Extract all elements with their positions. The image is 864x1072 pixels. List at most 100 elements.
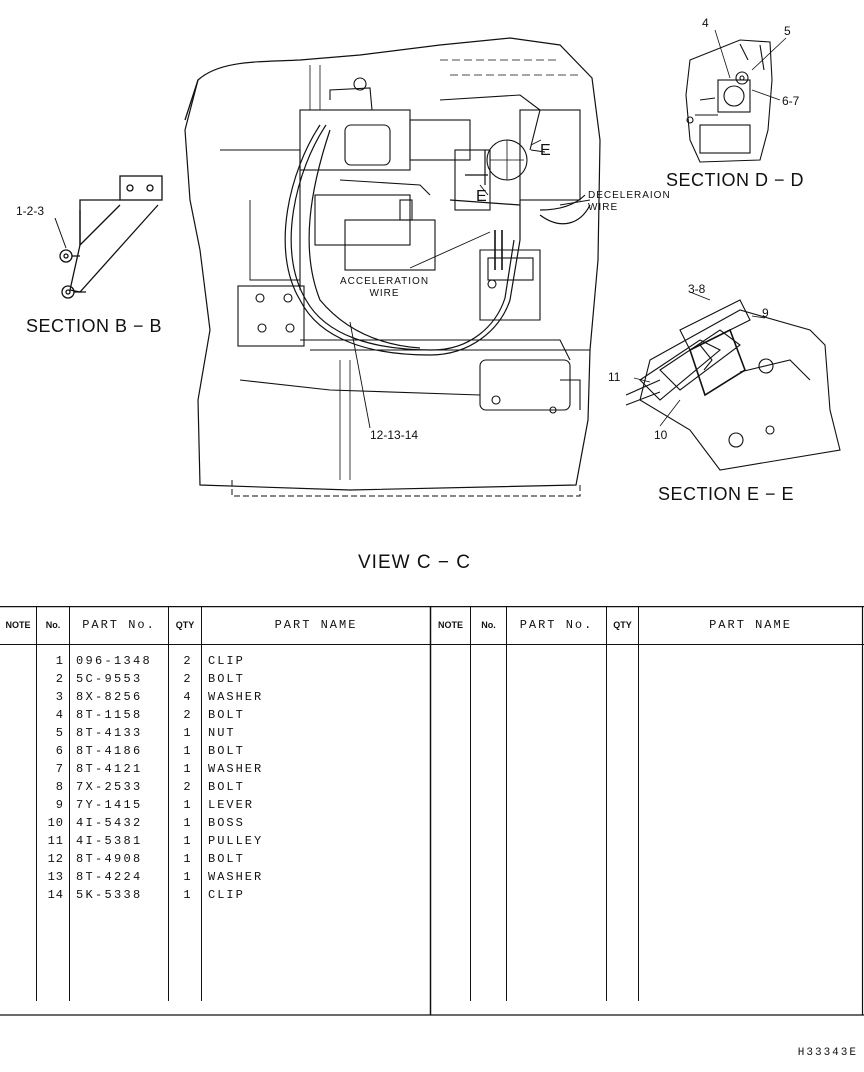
acceleration-wire-label: ACCELERATION WIRE [340,276,429,300]
header-note-left: NOTE [5,620,31,630]
header-part-no-right: PART No. [519,618,594,632]
part-qty: 2 [183,708,193,722]
callout-4: 4 [702,16,709,30]
part-qty: 1 [183,888,193,902]
part-number: 4I-5381 [76,834,143,848]
part-qty: 1 [183,744,193,758]
part-qty: 2 [183,672,193,686]
callout-12-13-14: 12-13-14 [370,428,419,442]
table-row: 10 4I-5432 1 BOSS [0,814,430,832]
part-item-no: 10 [47,816,64,830]
deceleration-wire-label: DECELERAION WIRE [588,190,671,214]
part-number: 8T-1158 [76,708,143,722]
table-row: 9 7Y-1415 1 LEVER [0,796,430,814]
part-number: 5K-5338 [76,888,143,902]
callout-3-8: 3-8 [688,282,706,296]
header-part-name-right: PART NAME [709,618,792,632]
acceleration-wire-line2: WIRE [369,288,400,299]
section-ee-detail [625,291,841,471]
table-row: 4 8T-1158 2 BOLT [0,706,430,724]
part-name: BOLT [208,708,245,722]
main-view-outline [184,37,601,497]
part-item-no: 1 [55,654,64,668]
part-number: 8T-4121 [76,762,143,776]
part-qty: 1 [183,834,193,848]
part-name: WASHER [208,870,264,884]
part-item-no: 13 [47,870,64,884]
part-name: NUT [208,726,236,740]
part-name: WASHER [208,690,264,704]
leader-lines [349,139,591,429]
part-item-no: 6 [55,744,64,758]
acceleration-wire-line1: ACCELERATION [340,276,430,287]
header-no-left: No. [45,620,61,630]
part-qty: 1 [183,762,193,776]
part-item-no: 5 [55,726,64,740]
part-item-no: 11 [47,834,64,848]
part-qty: 4 [183,690,193,704]
part-item-no: 2 [55,672,64,686]
header-note-right: NOTE [437,620,463,630]
table-row: 6 8T-4186 1 BOLT [0,742,430,760]
part-item-no: 12 [47,852,64,866]
section-bb-label: SECTION B − B [26,316,163,336]
part-item-no: 3 [55,690,64,704]
part-item-no: 9 [55,798,64,812]
part-qty: 1 [183,816,193,830]
header-part-no-left: PART No. [82,618,156,632]
part-name: BOSS [208,816,245,830]
callout-5: 5 [784,24,791,38]
callout-e-upper: E [540,142,552,159]
part-qty: 1 [183,726,193,740]
part-qty: 1 [183,870,193,884]
table-row: 13 8T-4224 1 WASHER [0,868,430,886]
part-item-no: 8 [55,780,64,794]
part-name: BOLT [208,744,245,758]
part-name: LEVER [208,798,255,812]
header-no-right: No. [481,620,496,630]
drawing-code: H33343E [797,1047,858,1059]
part-name: BOLT [208,672,245,686]
callout-6-7: 6-7 [782,94,800,108]
table-row: 5 8T-4133 1 NUT [0,724,430,742]
part-name: WASHER [208,762,264,776]
section-dd-detail [685,29,787,163]
part-number: 8X-8256 [76,690,143,704]
part-number: 8T-4133 [76,726,143,740]
view-cc-title: VIEW C − C [358,552,471,573]
part-qty: 1 [183,852,193,866]
deceleration-wire-line2: WIRE [588,202,619,213]
header-part-name-left: PART NAME [274,618,358,632]
callout-10: 10 [654,428,668,442]
header-qty-right: QTY [613,620,632,630]
part-qty: 2 [183,654,193,668]
header-qty-left: QTY [175,620,195,630]
part-item-no: 4 [55,708,64,722]
section-dd-label: SECTION D − D [666,170,805,190]
control-cables [284,124,591,356]
part-number: 7X-2533 [76,780,143,794]
callout-11: 11 [608,370,621,384]
part-number: 4I-5432 [76,816,143,830]
callout-1-2-3: 1-2-3 [16,204,45,218]
part-name: CLIP [208,888,245,902]
part-number: 7Y-1415 [76,798,143,812]
engine-details [220,59,590,480]
parts-diagram [54,29,841,497]
section-bb-bracket [54,175,163,299]
part-number: 096-1348 [76,654,153,668]
parts-table-grid [0,606,864,1016]
deceleration-wire-line1: DECELERAION [588,190,671,201]
part-name: CLIP [208,654,245,668]
part-number: 8T-4908 [76,852,143,866]
part-number: 8T-4224 [76,870,143,884]
part-qty: 2 [183,780,193,794]
table-row: 1 096-1348 2 CLIP [0,652,430,670]
part-number: 8T-4186 [76,744,143,758]
part-qty: 1 [183,798,193,812]
